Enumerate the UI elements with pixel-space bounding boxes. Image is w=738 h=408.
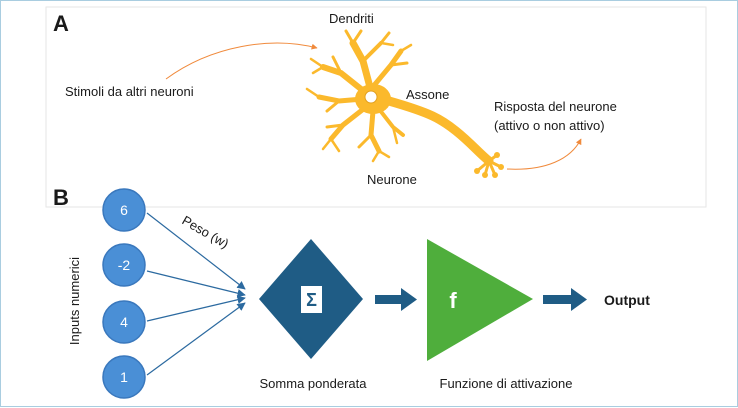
weight-arrows [146, 212, 246, 376]
neuron-illustration [305, 29, 504, 178]
sum-label: Somma ponderata [260, 376, 368, 391]
input-value: -2 [118, 257, 131, 273]
activation-label: Funzione di attivazione [440, 376, 573, 391]
input-node: 1 [102, 355, 146, 399]
input-node: 4 [102, 300, 146, 344]
weight-label: Peso (w) [180, 213, 232, 252]
response-label-line1: Risposta del neurone [494, 99, 617, 114]
response-arrow [506, 138, 582, 170]
stimuli-arrow [165, 42, 318, 80]
input-value: 1 [120, 369, 128, 385]
output-label: Output [604, 292, 650, 308]
weight-arrow-3 [146, 295, 246, 322]
weight-arrow-1 [146, 212, 246, 290]
sum-node: Σ [259, 239, 363, 359]
dendrites-label: Dendriti [329, 11, 374, 26]
panel-a-letter: A [53, 11, 69, 36]
input-value: 4 [120, 314, 128, 330]
neuron-label: Neurone [367, 172, 417, 187]
activation-node: f [427, 239, 533, 361]
panel-b-letter: B [53, 185, 69, 210]
sum-symbol: Σ [306, 290, 317, 310]
weight-arrow-2 [146, 270, 246, 298]
flow-arrow-2 [543, 288, 587, 311]
axon-label: Assone [406, 87, 449, 102]
input-value: 6 [120, 202, 128, 218]
weight-arrow-4 [146, 302, 246, 376]
input-node: 6 [102, 188, 146, 232]
stimuli-label: Stimoli da altri neuroni [65, 84, 194, 99]
input-node: -2 [102, 243, 146, 287]
response-label-line2: (attivo o non attivo) [494, 118, 605, 133]
flow-arrow-1 [375, 288, 417, 311]
inputs-label: Inputs numerici [67, 257, 82, 345]
input-nodes: 6 -2 4 1 [102, 188, 146, 399]
activation-symbol: f [449, 288, 457, 313]
